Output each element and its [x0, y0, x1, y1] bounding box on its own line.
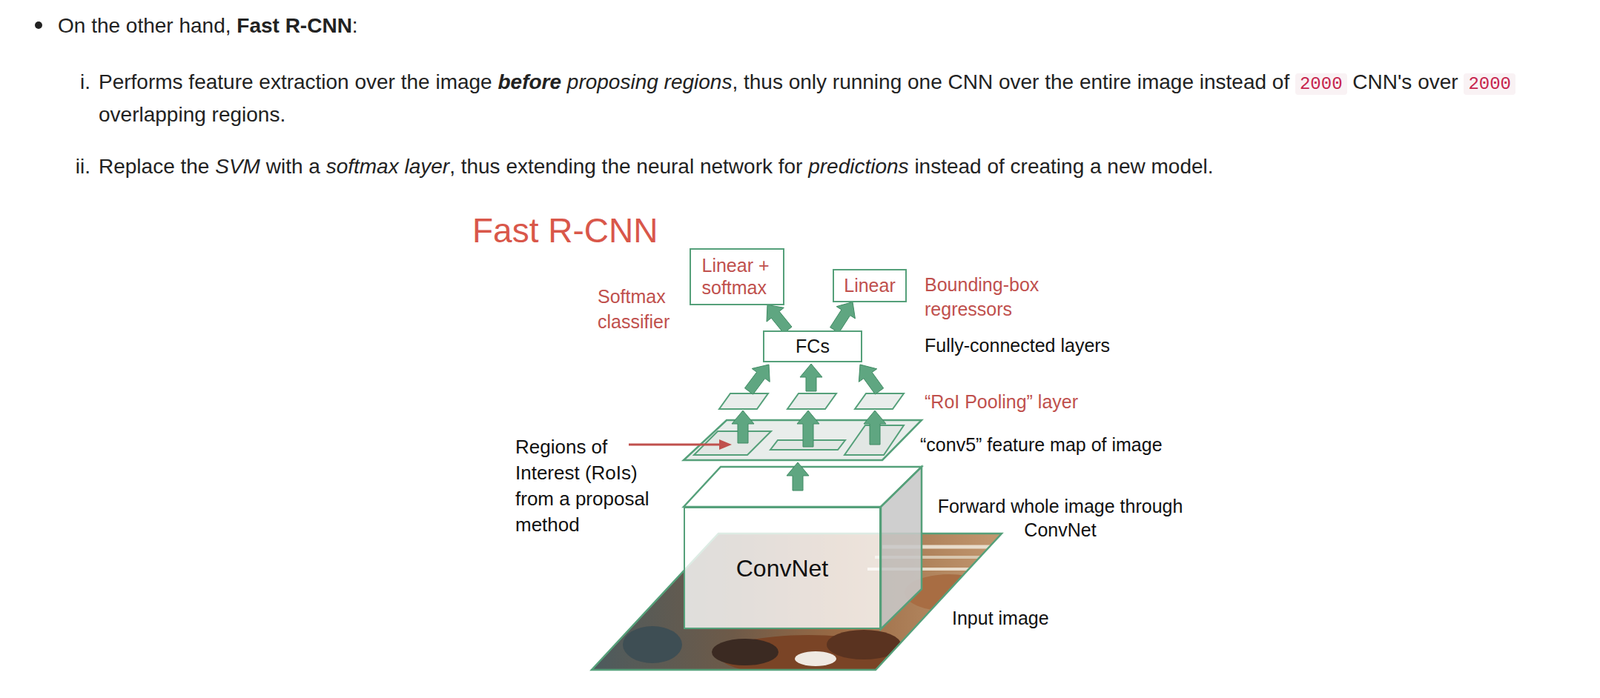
- block-arrow: [797, 410, 820, 448]
- paragraph-text: proposing regions: [567, 70, 733, 94]
- block-arrow: [863, 410, 887, 445]
- regressor-box: Linear: [832, 269, 907, 303]
- node-label: FCs: [795, 335, 830, 358]
- paragraph-text: overlapping regions.: [98, 103, 286, 127]
- callout-label: Regions of Interest (RoIs) from a propos…: [515, 435, 650, 537]
- annotation-label: Fully-connected layers: [924, 335, 1110, 356]
- paragraph-text: , thus extending the neural network for: [449, 154, 803, 178]
- roi-region: [693, 431, 772, 456]
- label-box: Regions of Interest (RoIs) from a propos…: [515, 434, 664, 539]
- block-arrow: [744, 364, 770, 395]
- pooled-feature: [854, 393, 904, 410]
- list-number: i.: [80, 70, 91, 94]
- block-arrow: [731, 410, 755, 444]
- list-marker-box: i.: [45, 66, 91, 98]
- paragraph-text: with a: [266, 154, 321, 178]
- annotation-label: “conv5” feature map of image: [920, 434, 1163, 456]
- title-box: Fast R-CNN: [472, 209, 658, 252]
- block-arrow: [800, 364, 823, 392]
- label-box: Input image: [951, 605, 1050, 631]
- layout-arrows: [731, 364, 887, 491]
- leader-line: [628, 444, 721, 447]
- diagram-title: Fast R-CNN: [472, 211, 658, 250]
- node-label: Linear + softmax: [702, 254, 773, 299]
- annotation-label: Forward whole image through ConvNet: [937, 496, 1184, 541]
- classifier-box: Linear + softmax: [689, 248, 785, 306]
- convnet-side-face: [880, 467, 922, 630]
- list-item: Performs feature extraction over the ima…: [98, 66, 1541, 130]
- node-label: ConvNet: [736, 554, 829, 583]
- paragraph-text: On the other hand,: [57, 14, 232, 38]
- inline-code: 2000: [1463, 73, 1516, 95]
- block-arrow: [858, 364, 884, 395]
- label-box: “RoI Pooling” layer: [924, 389, 1079, 415]
- paragraph-text: CNN's over: [1352, 70, 1458, 94]
- paragraph-text: instead of creating a new model.: [914, 154, 1213, 178]
- pooled-feature: [719, 393, 769, 410]
- paragraph-text: before: [497, 70, 562, 94]
- leader-arrowhead: [719, 439, 732, 451]
- paragraph-text: softmax layer: [326, 154, 451, 178]
- paragraph-text: :: [352, 14, 359, 38]
- block-arrow: [830, 302, 856, 334]
- paragraph-text: predictions: [808, 154, 909, 178]
- list-number: ii.: [75, 154, 91, 178]
- list-item: On the other hand, Fast R-CNN:: [57, 10, 1541, 41]
- block-arrow: [786, 462, 809, 491]
- paragraph-text: Fast R-CNN: [236, 14, 353, 38]
- inline-code: 2000: [1295, 73, 1348, 95]
- paragraph-text: , thus only running one CNN over the ent…: [731, 70, 1290, 94]
- label-box: Softmax classifier: [597, 283, 691, 335]
- paragraph-text: Performs feature extraction over the ima…: [98, 70, 493, 94]
- list-marker-box: ii.: [45, 151, 91, 182]
- paragraph-text: SVM: [215, 154, 261, 178]
- annotation-label: Input image: [951, 607, 1050, 629]
- photo-shadow: [711, 639, 779, 666]
- label-box: Fully-connected layers: [924, 332, 1110, 359]
- bullet-dot: [34, 21, 43, 29]
- photo-shadow: [622, 626, 683, 664]
- photo-blaze: [794, 651, 837, 667]
- annotation-label: Bounding-box regressors: [924, 274, 1039, 320]
- label-box: Bounding-box regressors: [924, 272, 1055, 322]
- list-item: Replace the SVM with a softmax layer, th…: [98, 151, 1541, 182]
- block-arrow: [766, 305, 792, 334]
- annotation-label: “RoI Pooling” layer: [924, 391, 1079, 413]
- annotation-label: Softmax classifier: [597, 286, 670, 333]
- label-box: “conv5” feature map of image: [920, 432, 1163, 458]
- paragraph-text: Replace the: [98, 154, 210, 178]
- convnet-box: ConvNet: [683, 507, 881, 630]
- node-label: Linear: [843, 274, 896, 297]
- fc-box: FCs: [762, 330, 863, 363]
- pooled-feature: [787, 393, 837, 410]
- label-box: Forward whole image through ConvNet: [928, 494, 1193, 542]
